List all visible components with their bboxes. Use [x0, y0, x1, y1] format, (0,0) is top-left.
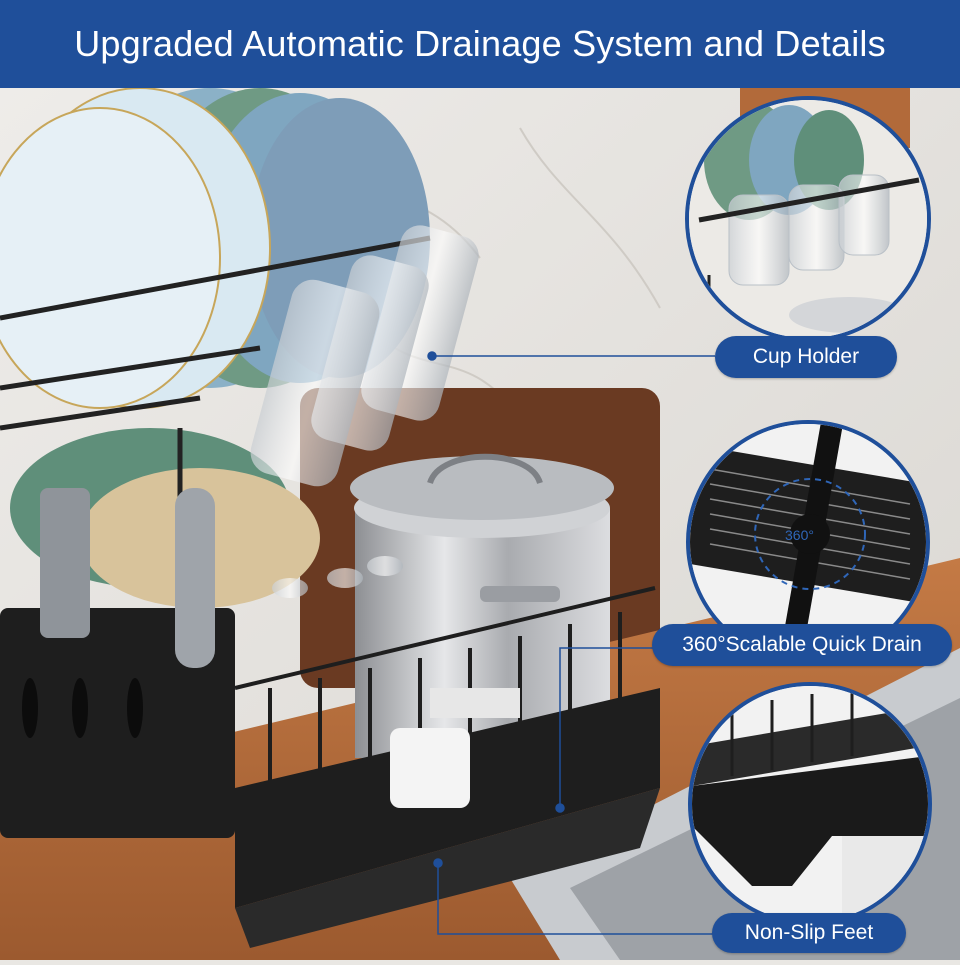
quick-drain-zoom: 360°	[686, 420, 930, 664]
rotation-label: 360°	[785, 527, 814, 543]
quick-drain-detail-image	[690, 424, 926, 660]
cup-holder-glasses	[250, 225, 479, 487]
utensil-holder	[0, 488, 235, 838]
title-banner: Upgraded Automatic Drainage System and D…	[0, 0, 960, 88]
non-slip-feet-zoom	[688, 682, 932, 926]
cup-holder-zoom	[685, 96, 931, 342]
cup-holder-detail-image	[689, 100, 927, 338]
non-slip-feet-label: Non-Slip Feet	[712, 913, 906, 953]
non-slip-feet-detail-image	[692, 686, 928, 922]
lower-rack	[234, 556, 660, 948]
upper-rack	[0, 235, 431, 508]
quick-drain-label: 360°Scalable Quick Drain	[652, 624, 952, 666]
callout-leader-lines	[427, 351, 715, 935]
cup-holder-label: Cup Holder	[715, 336, 897, 378]
banner-title: Upgraded Automatic Drainage System and D…	[74, 23, 886, 64]
